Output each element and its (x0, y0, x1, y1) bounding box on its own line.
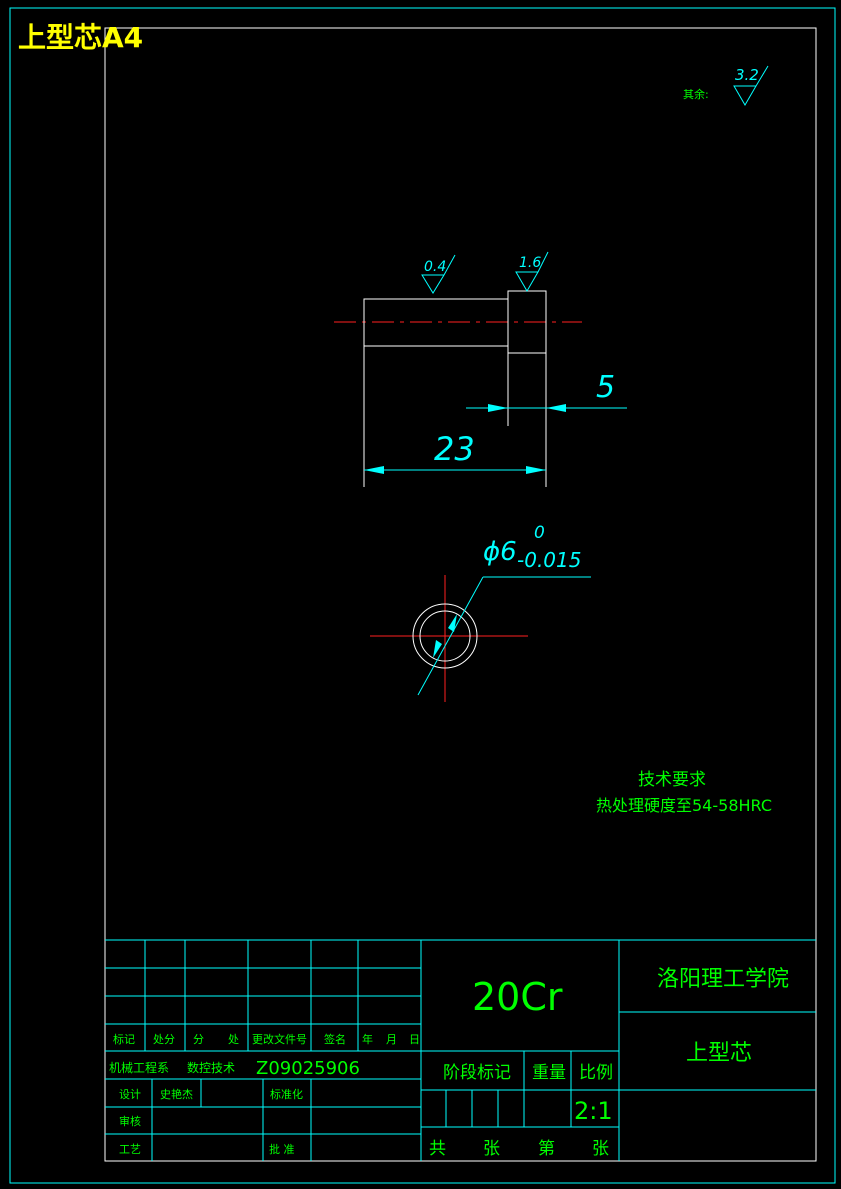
dim-diameter: ϕ6 (483, 537, 517, 567)
rev-header-month: 月 (386, 1033, 397, 1046)
rev-header-mark: 标记 (113, 1032, 135, 1046)
title-block (105, 939, 816, 1161)
roughness-mark-2: 1.6 (519, 255, 541, 271)
sheets-total-1: 共 (429, 1139, 446, 1159)
roughness-other-label: 其余: (683, 87, 709, 101)
roughness-symbol-icon (515, 251, 549, 292)
rev-header-year: 年 (362, 1032, 373, 1046)
approve-label: 批 准 (269, 1142, 295, 1156)
dim-tol-upper: 0 (534, 523, 545, 543)
rev-header-day: 日 (409, 1033, 420, 1046)
dept-name: 机械工程系 (109, 1060, 169, 1075)
sheet-no-2: 张 (592, 1139, 609, 1159)
rev-header-zone-b: 处 (228, 1033, 239, 1046)
dim-total-length: 23 (434, 430, 475, 468)
part-end-view: ϕ6 0 -0.015 (370, 523, 591, 702)
roughness-other: 其余: 3.2 (683, 65, 769, 106)
part-name: 上型芯 (686, 1041, 752, 1066)
designer-name: 史艳杰 (160, 1087, 193, 1101)
roughness-mark-1: 0.4 (424, 259, 446, 275)
roughness-symbol-icon (421, 254, 456, 294)
rev-header-count: 处分 (153, 1033, 175, 1046)
weight-label: 重量 (532, 1063, 566, 1083)
sheets-total-2: 张 (483, 1139, 500, 1159)
dim-collar-length: 5 (596, 370, 615, 405)
outer-frame (9, 7, 836, 1184)
major-name: 数控技术 (187, 1060, 235, 1075)
diameter-leader (417, 576, 484, 696)
tech-req-line1: 热处理硬度至54-58HRC (596, 796, 772, 815)
roughness-symbol-icon (733, 65, 769, 106)
sheet-title: 上型芯A4 (18, 21, 143, 54)
scale-label: 比例 (579, 1063, 613, 1083)
rev-header-zone-a: 分 (193, 1033, 204, 1046)
rev-header-docno: 更改文件号 (252, 1032, 307, 1046)
rev-header-sign: 签名 (324, 1032, 346, 1046)
scale-value: 2:1 (574, 1097, 613, 1125)
part-side-view: 0.4 1.6 5 23 (334, 251, 627, 487)
design-label: 设计 (119, 1088, 141, 1101)
stage-mark-label: 阶段标记 (443, 1063, 511, 1083)
standard-label: 标准化 (270, 1087, 303, 1101)
tech-req-title: 技术要求 (638, 770, 706, 790)
check-label: 审核 (119, 1114, 141, 1128)
sheet-no-1: 第 (538, 1139, 555, 1159)
student-id: Z09025906 (256, 1058, 360, 1079)
process-label: 工艺 (119, 1143, 141, 1156)
dim-tol-lower: -0.015 (517, 548, 581, 572)
material-value: 20Cr (472, 975, 563, 1019)
school-name: 洛阳理工学院 (657, 967, 789, 992)
roughness-other-value: 3.2 (735, 66, 759, 84)
inner-frame (104, 27, 817, 1162)
